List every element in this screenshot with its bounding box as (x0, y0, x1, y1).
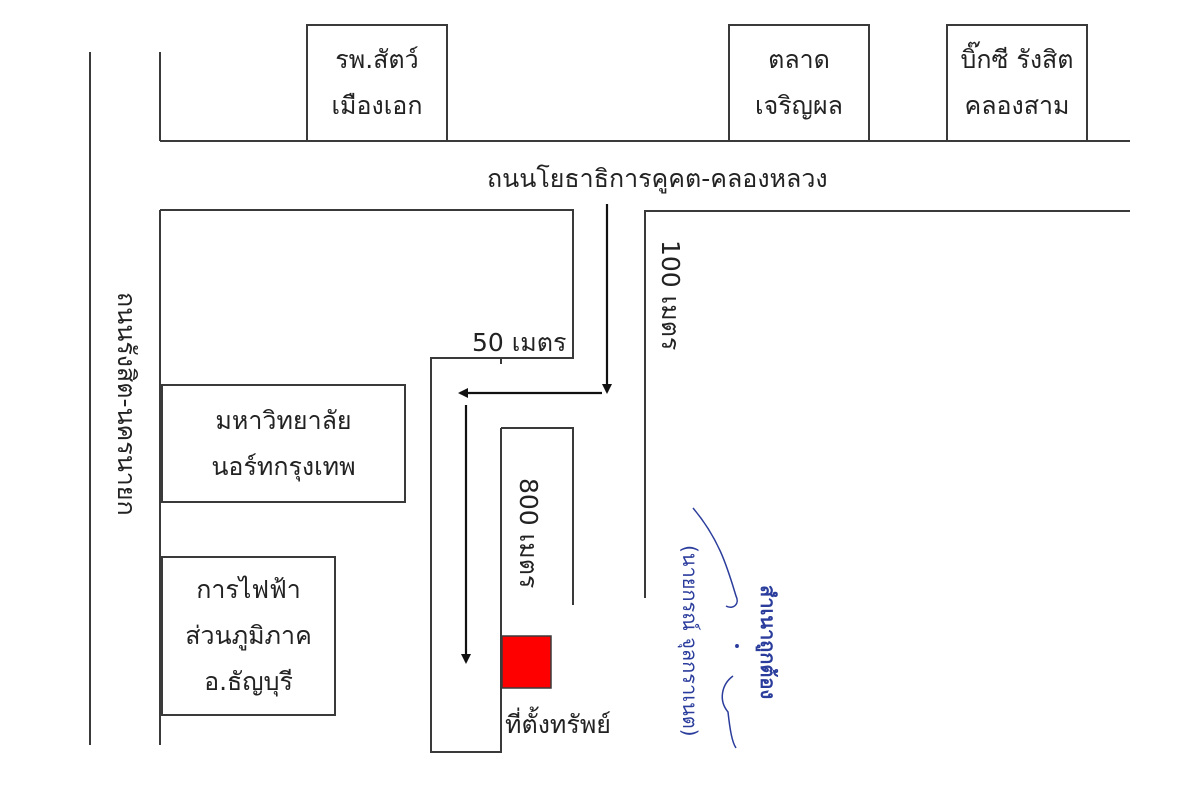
landmark-label: มหาวิทยาลัย (215, 405, 352, 435)
landmark-label: อ.ธัญบุรี (204, 667, 293, 696)
landmark-market: ตลาด เจริญผล (728, 24, 870, 142)
landmark-label: คลองสาม (964, 91, 1070, 120)
property-location-label: ที่ตั้งทรัพย์ (505, 710, 611, 739)
landmark-label: นอร์ทกรุงเทพ (211, 451, 356, 481)
landmark-pea-thanyaburi: การไฟฟ้า ส่วนภูมิภาค อ.ธัญบุรี (161, 556, 336, 716)
signature-scribble (692, 507, 739, 749)
landmark-label: เมืองเอก (331, 91, 423, 120)
main-road-bottom-edge-left (160, 209, 574, 753)
landmark-north-bangkok-university: มหาวิทยาลัย นอร์ทกรุงเทพ (161, 384, 406, 503)
soi-right-edge-inner (501, 427, 574, 605)
main-road-label: ถนนโยธาธิการคูคต-คลองหลวง (487, 164, 828, 193)
distance-800m-label: 800 เมตร (514, 478, 543, 589)
landmark-label: การไฟฟ้า (196, 575, 301, 604)
distance-100m-label: 100 เมตร (656, 240, 685, 351)
landmark-label: บิ๊กซี รังสิต (960, 45, 1074, 74)
main-road-bottom-edge-right (644, 210, 1130, 598)
property-marker (501, 635, 552, 689)
landmark-label: ส่วนภูมิภาค (185, 621, 312, 650)
stamp-certified-copy: สำเนาถูกต้อง (756, 585, 780, 700)
landmark-big-c: บิ๊กซี รังสิต คลองสาม (946, 24, 1088, 142)
landmark-vet-hospital: รพ.สัตว์ เมืองเอก (306, 24, 448, 142)
distance-50m-label: 50 เมตร (472, 328, 567, 357)
landmark-label: รพ.สัตว์ (335, 45, 419, 74)
route-arrows (458, 204, 612, 664)
left-road-label: ถนนรังสิต-นครนายก (112, 292, 141, 516)
landmark-label: ตลาด (768, 45, 830, 74)
landmark-label: เจริญผล (755, 91, 843, 120)
stamp-signer-name: (นายกรณ์ จุลกราเนต) (678, 545, 702, 737)
